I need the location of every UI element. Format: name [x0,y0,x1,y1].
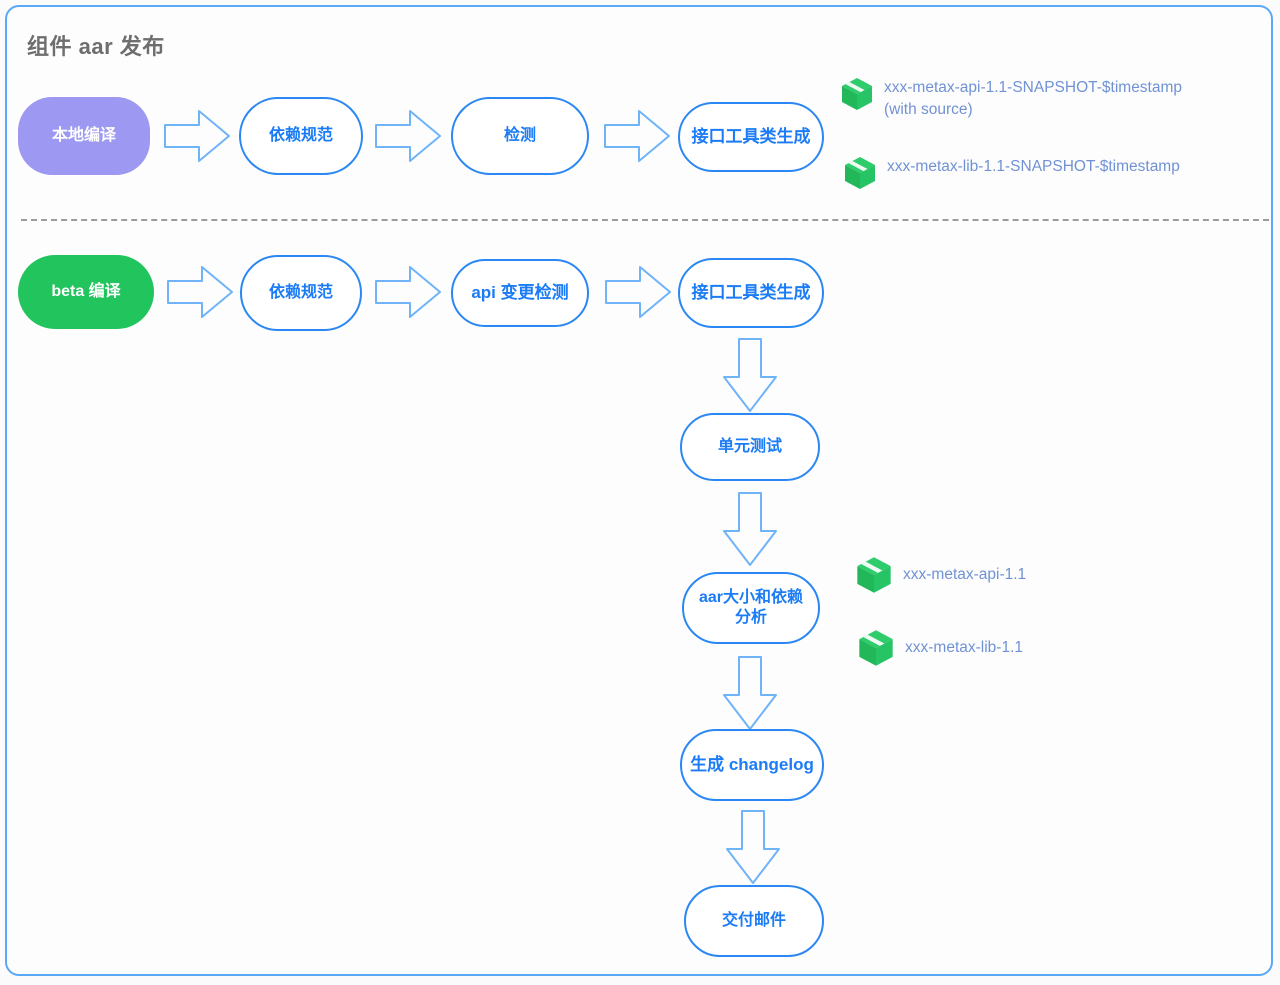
node-check[interactable]: 检测 [451,97,589,175]
artifact-label: xxx-metax-api-1.1 [903,566,1027,583]
node-iface-gen-2[interactable]: 接口工具类生成 [678,258,824,328]
node-iface-gen-1[interactable]: 接口工具类生成 [678,102,824,172]
node-unit-test[interactable]: 单元测试 [680,413,820,481]
node-beta-build[interactable]: beta 编译 [18,255,154,329]
arrow-right-4 [166,261,234,323]
artifact-label: xxx-metax-lib-1.1 [905,639,1023,656]
arrow-down-2 [712,491,788,569]
node-api-change-detect[interactable]: api 变更检测 [451,259,589,327]
arrow-right-2 [374,105,442,167]
arrow-down-3 [712,655,788,733]
artifact-lib-snapshot: xxx-metax-lib-1.1-SNAPSHOT-$timestamp [843,155,1180,196]
artifact-label: xxx-metax-lib-1.1-SNAPSHOT-$timestamp [887,158,1180,175]
artifact-lib-release: xxx-metax-lib-1.1 [857,628,1023,673]
node-local-build[interactable]: 本地编译 [18,97,150,175]
package-box-icon [855,555,893,600]
arrow-right-5 [374,261,442,323]
arrow-right-6 [604,261,672,323]
arrow-down-1 [712,337,788,415]
node-gen-changelog[interactable]: 生成 changelog [680,729,824,801]
lane-divider [21,219,1269,221]
artifact-api-release: xxx-metax-api-1.1 [855,555,1026,600]
arrow-down-4 [715,809,791,887]
package-box-icon [840,76,874,117]
arrow-right-3 [603,105,671,167]
node-delivery-mail[interactable]: 交付邮件 [684,885,824,957]
arrow-right-1 [163,105,231,167]
package-box-icon [843,155,877,196]
artifact-api-snapshot: xxx-metax-api-1.1-SNAPSHOT-$timestamp (w… [840,76,1182,122]
diagram-frame: 组件 aar 发布 本地编译 依赖规范 检测 接口工具类生成 [5,5,1273,976]
page-title: 组件 aar 发布 [27,34,165,59]
node-dep-spec-1[interactable]: 依赖规范 [239,97,363,175]
node-dep-spec-2[interactable]: 依赖规范 [240,255,362,331]
package-box-icon [857,628,895,673]
artifact-label: xxx-metax-api-1.1-SNAPSHOT-$timestamp (w… [884,79,1183,119]
node-aar-size-dep-analysis[interactable]: aar大小和依赖 分析 [682,572,820,644]
